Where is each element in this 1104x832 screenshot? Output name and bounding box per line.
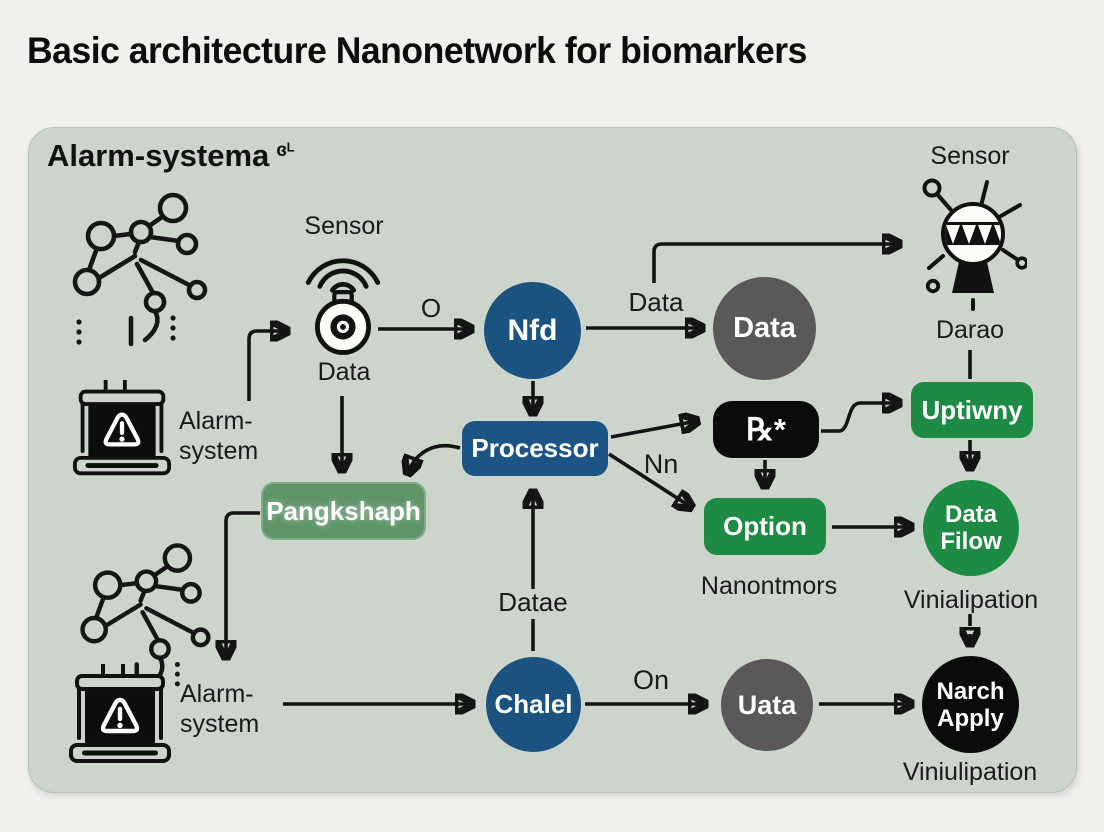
sensor-left-sublabel: Data bbox=[317, 358, 371, 386]
vinialipation-label: Vinialipation bbox=[903, 586, 1039, 614]
option-node: Option bbox=[704, 498, 826, 555]
uptiwny-node-label: Uptiwny bbox=[921, 394, 1023, 425]
nanobot-sensor-icon bbox=[922, 178, 1027, 311]
panel-heading-superscript: ɞᴸ bbox=[276, 140, 295, 161]
rx-glyph: ℞* bbox=[746, 412, 786, 447]
edge-label-data: Data bbox=[628, 287, 684, 317]
data-filow-line2: Filow bbox=[940, 528, 1002, 555]
alarm-system-label-top-line1: Alarm- bbox=[179, 407, 253, 435]
page-title: Basic architecture Nanonetwork for bioma… bbox=[27, 30, 807, 71]
uata-node: Uata bbox=[721, 659, 813, 751]
alarm-system-label-top-line2: system bbox=[179, 437, 259, 465]
alarm-system-label-bottom-line2: system bbox=[180, 710, 260, 738]
arrow-data-to-right-sensor bbox=[652, 244, 899, 283]
molecule-icon-bottom bbox=[80, 543, 211, 692]
pangkshaph-node-label: Pangkshaph bbox=[266, 495, 421, 526]
alarm-system-label-top: Alarm- system bbox=[179, 406, 258, 466]
arrow-pangkshaph-to-alarmbottom bbox=[226, 511, 260, 657]
panel-heading-text: Alarm-systema bbox=[47, 138, 270, 173]
sensor-right-sublabel: Darao bbox=[935, 316, 1005, 344]
nanontmors-label: Nanontmors bbox=[700, 572, 838, 600]
viniulipation-label: Viniulipation bbox=[902, 758, 1038, 786]
arrow-alarmtop-to-sensor bbox=[247, 331, 287, 401]
edge-label-o: O bbox=[420, 293, 442, 323]
nfd-node: Nfd bbox=[484, 282, 581, 379]
data-filow-line1: Data bbox=[944, 501, 998, 528]
processor-node: Processor bbox=[462, 421, 608, 476]
alarm-system-label-bottom-line1: Alarm- bbox=[180, 680, 254, 708]
molecule-chip-node: ℞* bbox=[713, 401, 819, 458]
sensor-right-label: Sensor bbox=[930, 142, 1010, 170]
panel-heading: Alarm-systema ɞᴸ bbox=[47, 138, 294, 174]
alarm-device-icon-bottom bbox=[69, 664, 171, 763]
data-node: Data bbox=[713, 277, 816, 380]
alarm-system-label-bottom: Alarm- system bbox=[180, 679, 259, 739]
chalel-node: Chalel bbox=[486, 657, 581, 752]
sensor-left-label: Sensor bbox=[304, 212, 384, 240]
arrow-processor-to-chip bbox=[610, 421, 697, 439]
data-node-label: Data bbox=[733, 312, 796, 344]
sensor-device-icon bbox=[305, 258, 381, 355]
narch-apply-line2: Apply bbox=[937, 704, 1004, 732]
alarm-device-icon-top bbox=[72, 380, 172, 476]
uata-node-label: Uata bbox=[737, 689, 797, 720]
arrow-chip-to-uptiwny bbox=[821, 403, 899, 433]
datae-label: Datae bbox=[498, 587, 568, 617]
nfd-node-label: Nfd bbox=[507, 314, 558, 347]
arrow-processor-to-pangkshaph bbox=[408, 443, 461, 473]
chalel-node-label: Chalel bbox=[494, 689, 573, 719]
edge-label-on: On bbox=[632, 665, 670, 695]
pangkshaph-node: Pangkshaph bbox=[261, 482, 426, 540]
diagram-panel: Alarm-systema ɞᴸ bbox=[28, 127, 1077, 793]
molecule-icon-top bbox=[72, 192, 208, 347]
data-filow-node: Data Filow bbox=[923, 480, 1019, 576]
edge-label-nn: Nn bbox=[643, 449, 679, 479]
uptiwny-node: Uptiwny bbox=[911, 382, 1033, 438]
narch-apply-node: Narch Apply bbox=[922, 656, 1019, 753]
processor-node-label: Processor bbox=[471, 433, 599, 463]
option-node-label: Option bbox=[723, 511, 807, 541]
narch-apply-line1: Narch bbox=[936, 677, 1005, 705]
